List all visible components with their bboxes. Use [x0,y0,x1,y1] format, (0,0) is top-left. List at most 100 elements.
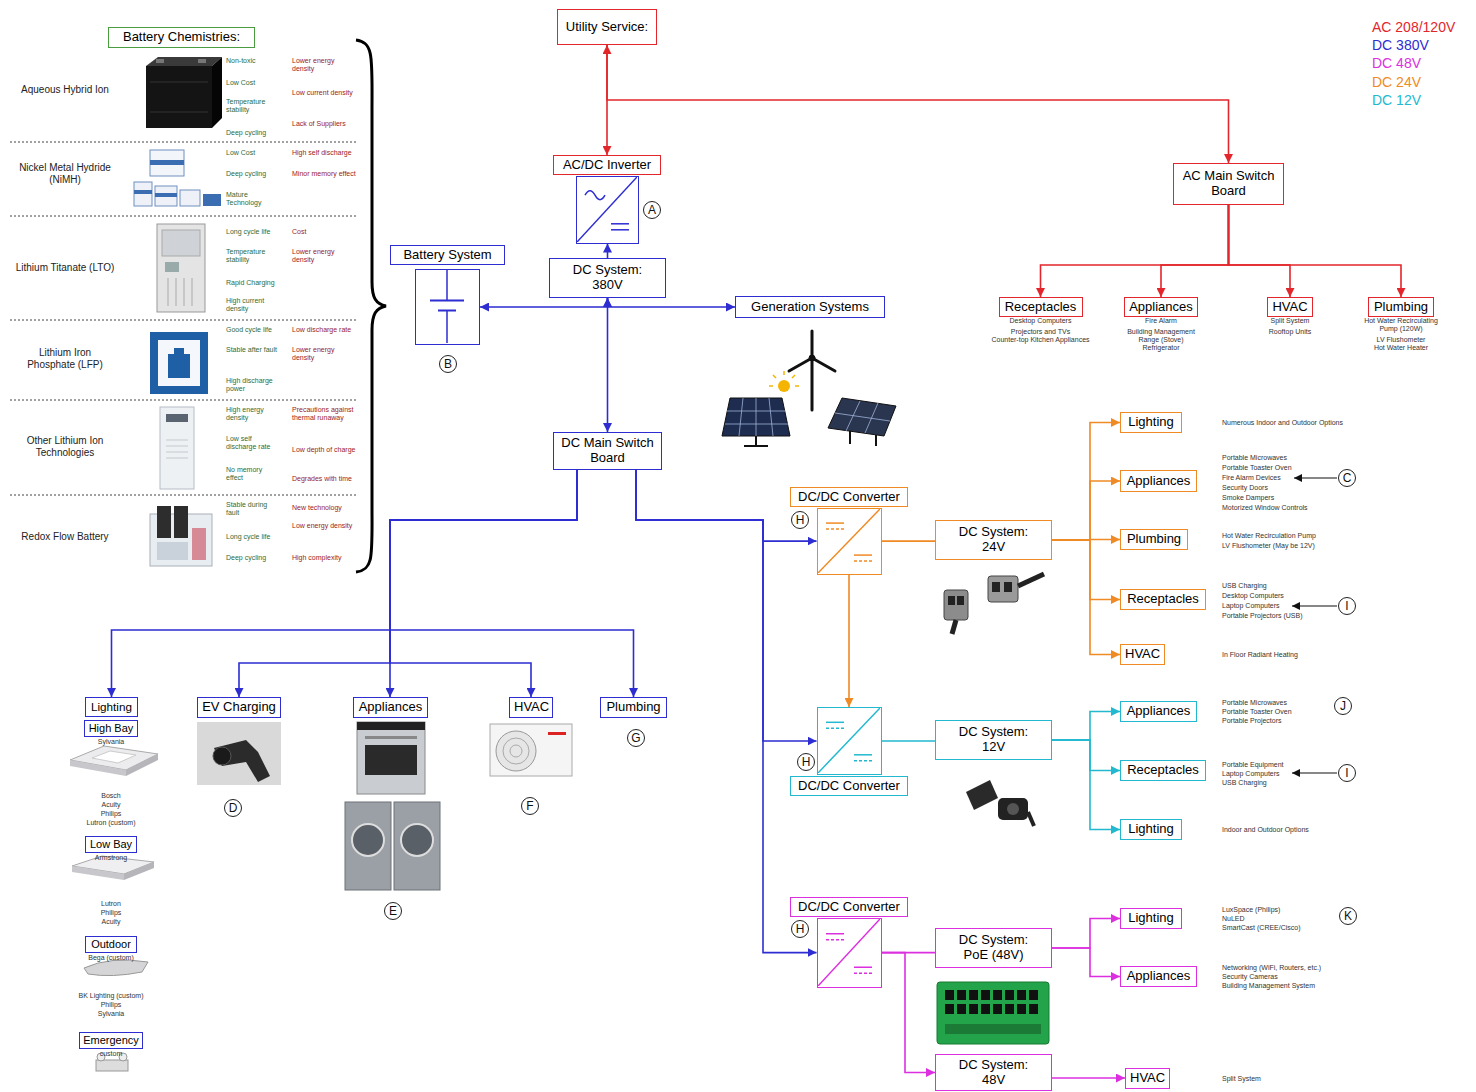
load-box: HVAC [1120,644,1165,665]
legend-text: DC 24V [1372,74,1421,90]
symbol-drawing [818,509,880,573]
advantage-note: Non-toxic [226,57,280,65]
callout-letter: B [439,355,457,373]
load-description: Portable Toaster Oven [1222,707,1292,716]
load-group: AppliancesFire AlarmBuilding ManagementR… [1116,297,1206,352]
power-connector [112,470,578,697]
battery-image [166,440,188,441]
solar-panel [725,424,788,425]
load-box: HVAC [509,697,553,718]
chemistry-name: Other Lithium Ion Technologies [15,435,115,459]
solar-panel [744,445,768,447]
box-label: DC System: PoE (48V) [954,933,1033,963]
battery-image [192,278,193,306]
description-line: Philips [101,1000,122,1009]
load-box: Appliances [1120,470,1197,492]
solar-panel [769,398,773,436]
chemistry-name: Lithium Iron Phosphate (LFP) [15,347,115,371]
load-box: HVAC [1125,1068,1170,1089]
load-box: Lighting [1120,412,1182,433]
symbol-drawing [818,708,880,773]
battery-image [150,332,208,394]
advantage-note: Deep cycling [226,129,280,137]
battery-image [166,458,188,459]
power-connector [390,470,577,697]
load-description: SmartCast (CREE/Cisco) [1222,923,1301,932]
box-label: Utility Service: [566,20,648,35]
fixture-group: Low BayArmstrongLutronPhilipsAcuity [66,836,156,926]
box-label: Lighting [1128,822,1174,837]
box-label: Appliances [1127,969,1191,984]
battery-image [156,59,164,63]
advantage-note: Deep cycling [226,170,280,178]
switchboard-box: DC Main Switch Board [553,432,662,470]
drawback-note: Lower energy density [292,346,356,362]
switchboard-box: AC Main Switch Board [1173,163,1284,205]
load-description: NuLED [1222,914,1245,923]
load-description: Networking (WiFi, Routers, etc.) [1222,963,1321,972]
converter-block: DC/DC Converter [790,707,908,796]
block-heading: HVAC [1267,297,1313,317]
symbol-drawing [818,919,880,986]
solar-panel [835,413,890,421]
description-line: Counter-top Kitchen Appliances [991,336,1089,344]
box-label: Lighting [1128,911,1174,926]
connector-image [966,780,1034,826]
box-label: Lighting [1128,415,1174,430]
symbol-drawing [430,270,464,343]
load-description: Portable Toaster Oven [1222,463,1292,473]
hvac-unit-image [503,738,529,764]
box-label: EV Charging [202,700,276,715]
callout-letter: F [521,797,539,815]
symbol-drawing [854,554,872,556]
solar-panel [725,398,788,436]
load-description: Indoor and Outdoor Options [1222,825,1309,834]
solar-panel [835,401,890,433]
description-line: custom [100,1049,123,1058]
drawback-note: Lower energy density [292,57,356,73]
bus-box: DC System: PoE (48V) [935,928,1052,968]
load-description: In Floor Radiant Heating [1222,650,1298,659]
description-line: BK Lighting (custom) [79,991,144,1000]
drawback-note: Low depth of charge [292,446,356,454]
fixture-group: High BaySylvaniaBoschAcuityPhilipsLutron… [66,720,156,827]
chemistry-name: Lithium Titanate (LTO) [15,262,115,274]
power-connector [882,953,936,1073]
box-label: Appliances [1127,474,1191,489]
callout-letter: E [384,902,402,920]
block-heading: DC/DC Converter [790,776,908,796]
chemistry-name: Aqueous Hybrid Ion [15,84,115,96]
connector-image [952,620,956,634]
battery-image [168,278,169,306]
symbol-drawing [430,299,464,301]
load-description: Smoke Dampers [1222,493,1274,503]
solar-panel [778,380,790,392]
description-line: Hot Water Recirculating Pump (120W) [1355,317,1447,333]
description-line: Building Management [1127,328,1195,336]
solar-panel [792,375,795,378]
box-label: DC System: 24V [954,525,1033,555]
load-description: Security Doors [1222,483,1268,493]
box-label: Appliances [359,700,423,715]
converter-symbol [415,269,480,345]
drawback-note: Degrades with time [292,475,356,483]
battery-image [134,150,221,206]
load-description: Portable Equipment [1222,760,1283,769]
solar-panel [769,385,773,387]
description-line: Refrigerator [1143,344,1180,352]
drawback-note: Low energy density [292,522,356,530]
load-description: LV Flushometer (May be 12V) [1222,541,1315,551]
fixture-group: OutdoorBega (custom)BK Lighting (custom)… [66,936,156,1018]
load-box: Receptacles [1120,760,1206,781]
legend-text: DC 48V [1372,55,1421,71]
block-heading: Low Bay [85,836,137,853]
box-label: Receptacles [1127,592,1199,607]
description-line: Projectors and TVs [1011,328,1070,336]
callout-letter: I [1338,764,1356,782]
box-label: Battery Chemistries: [123,30,240,45]
battery-image [157,506,171,538]
solar-panel [773,375,776,378]
description-line: Sylvania [98,737,124,746]
block-heading: Outdoor [85,936,137,953]
